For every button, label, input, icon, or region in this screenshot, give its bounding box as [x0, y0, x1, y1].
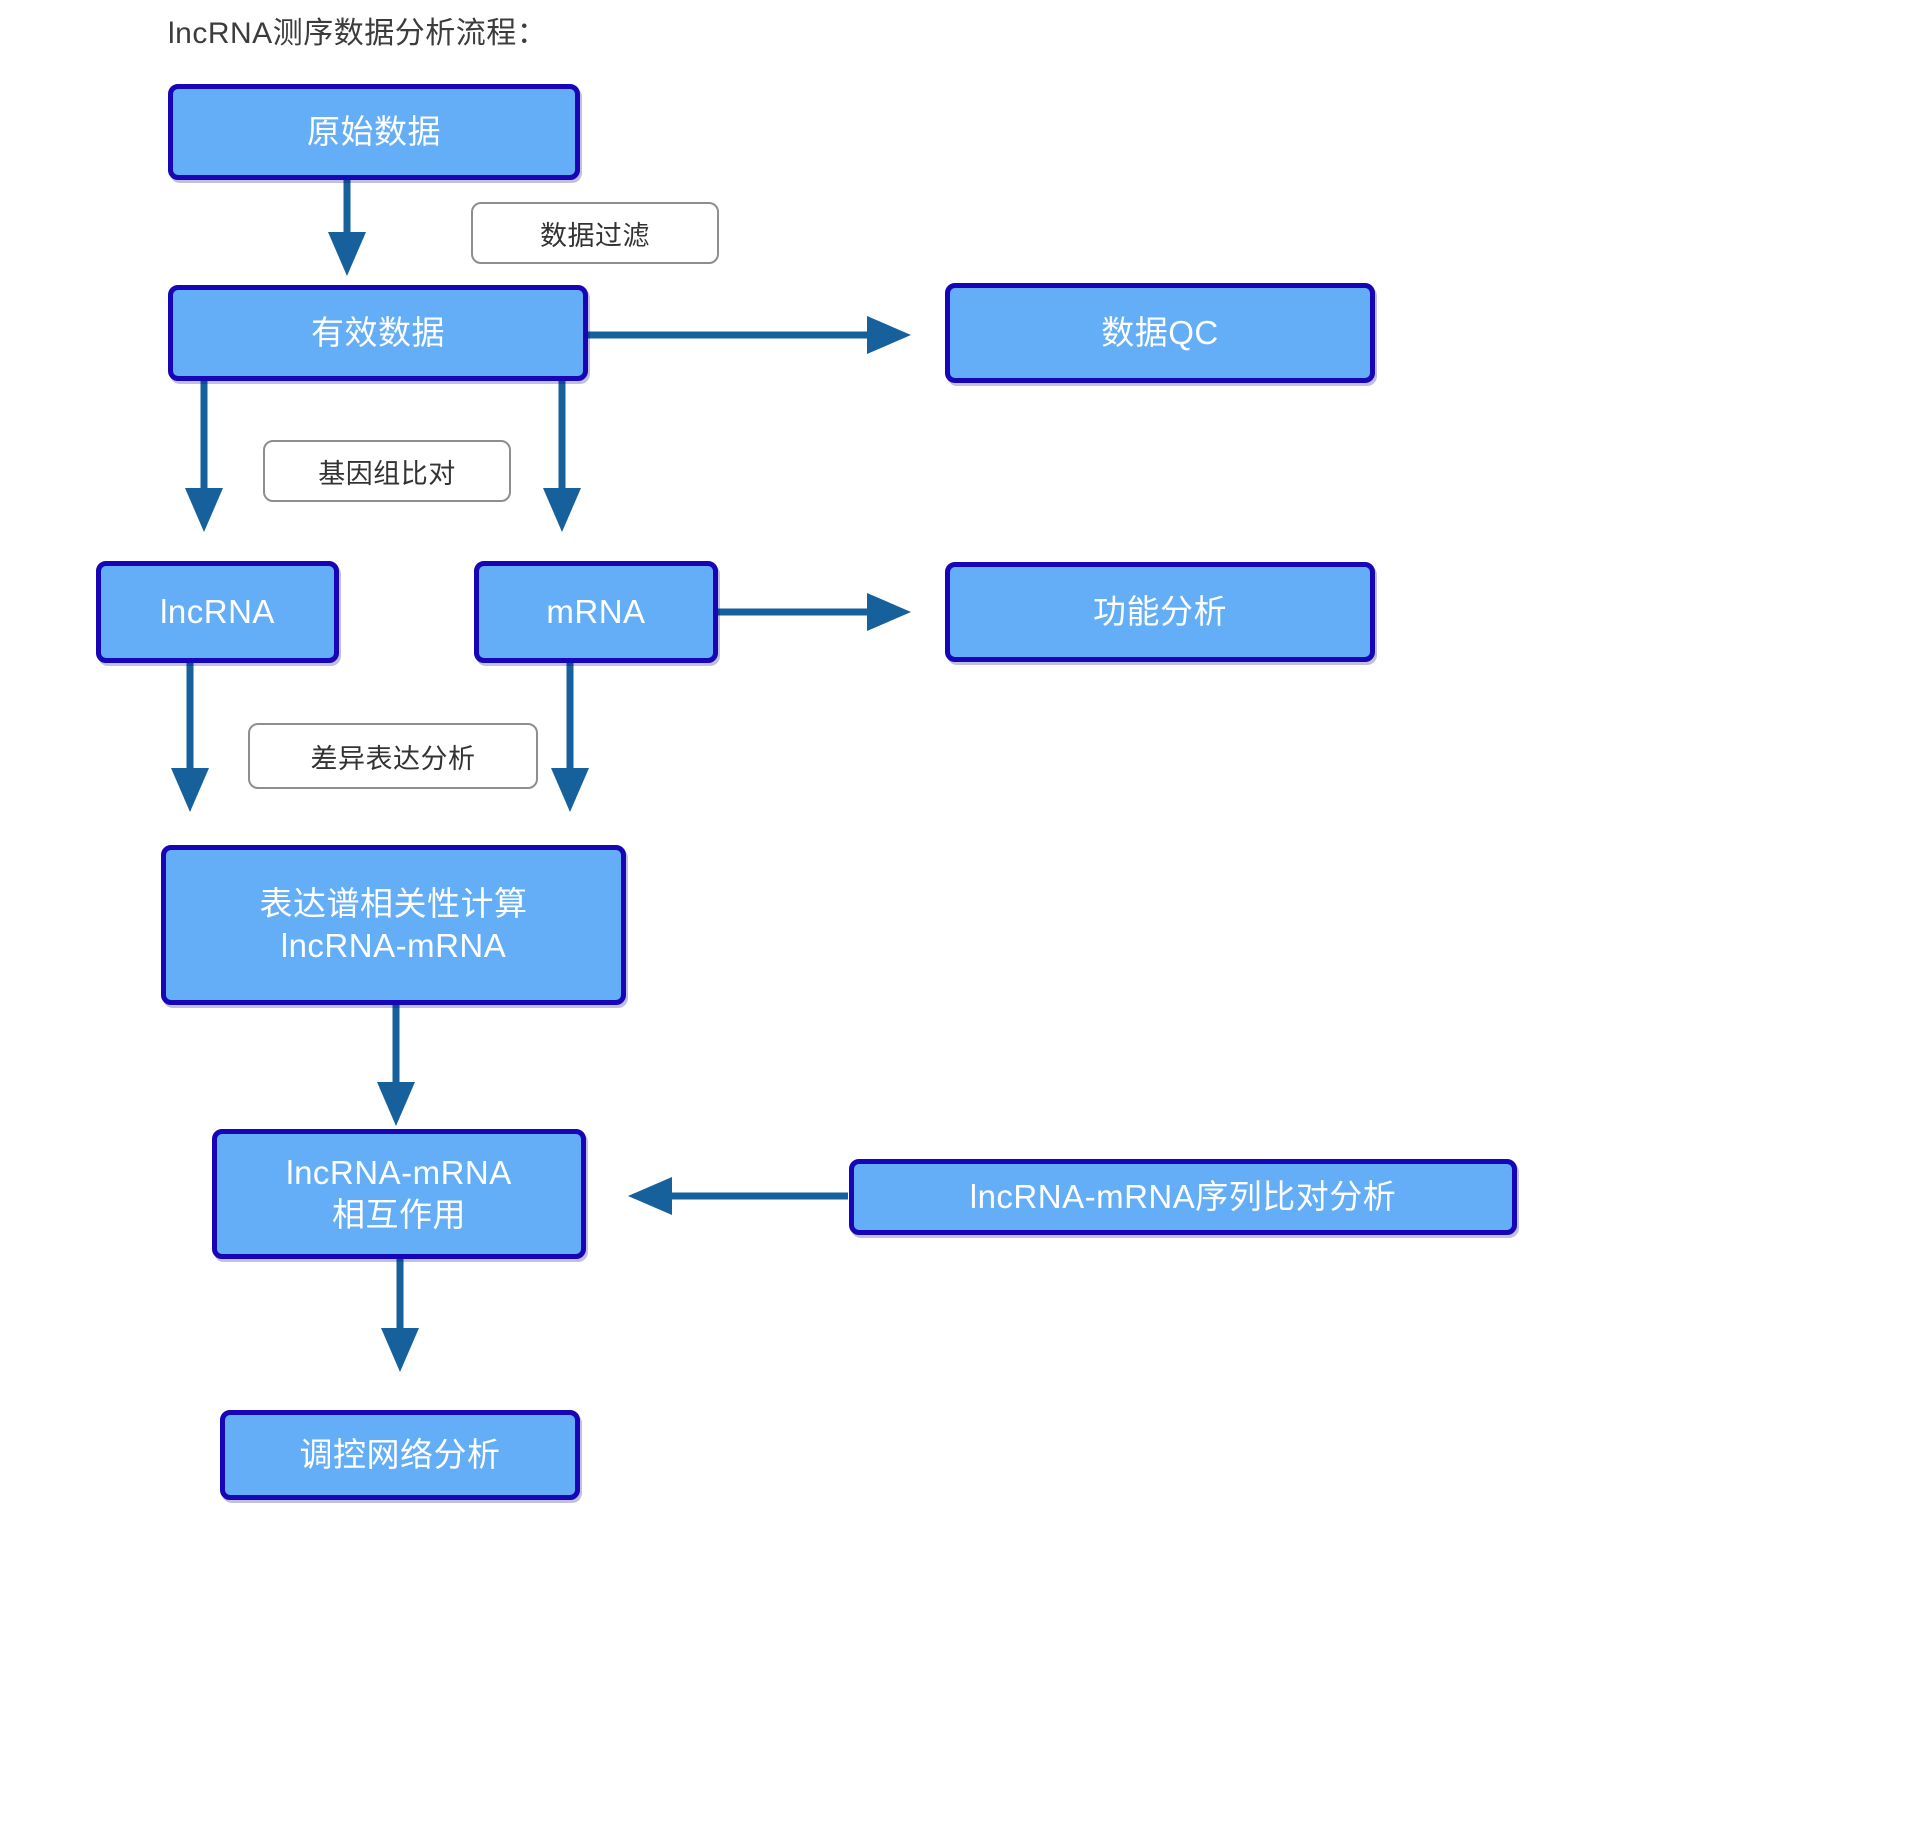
node-sequence-alignment-analysis[interactable]: lncRNA-mRNA序列比对分析	[849, 1159, 1517, 1235]
edge-correlation-to-interaction	[377, 1004, 415, 1126]
edge-label-genome-alignment: 基因组比对	[263, 440, 511, 502]
edge-label-data-filter: 数据过滤	[471, 202, 719, 264]
node-raw-data[interactable]: 原始数据	[168, 84, 580, 180]
node-lncrna-mrna-interaction[interactable]: lncRNA-mRNA 相互作用	[212, 1129, 586, 1259]
edge-label-differential-expression: 差异表达分析	[248, 723, 538, 789]
edge-mrna-to-correlation	[551, 662, 589, 812]
edge-valid-data-to-lncrna	[185, 380, 223, 532]
page-title: lncRNA测序数据分析流程：	[168, 17, 548, 50]
edge-valid-data-to-mrna	[543, 380, 581, 532]
edge-mrna-to-function-analysis	[718, 593, 911, 631]
edge-lncrna-to-correlation	[171, 662, 209, 812]
node-valid-data[interactable]: 有效数据	[168, 285, 588, 381]
node-correlation-calculation[interactable]: 表达谱相关性计算 lncRNA-mRNA	[161, 845, 626, 1005]
node-mrna[interactable]: mRNA	[474, 561, 718, 663]
node-function-analysis[interactable]: 功能分析	[945, 562, 1375, 662]
edge-raw-data-to-valid-data	[328, 176, 366, 276]
edge-sequence-alignment-to-interaction	[628, 1177, 848, 1215]
node-data-qc[interactable]: 数据QC	[945, 283, 1375, 383]
node-lncrna[interactable]: lncRNA	[96, 561, 339, 663]
edge-valid-data-to-data-qc	[586, 316, 911, 354]
node-regulatory-network-analysis[interactable]: 调控网络分析	[220, 1410, 580, 1500]
edge-interaction-to-network	[381, 1258, 419, 1372]
